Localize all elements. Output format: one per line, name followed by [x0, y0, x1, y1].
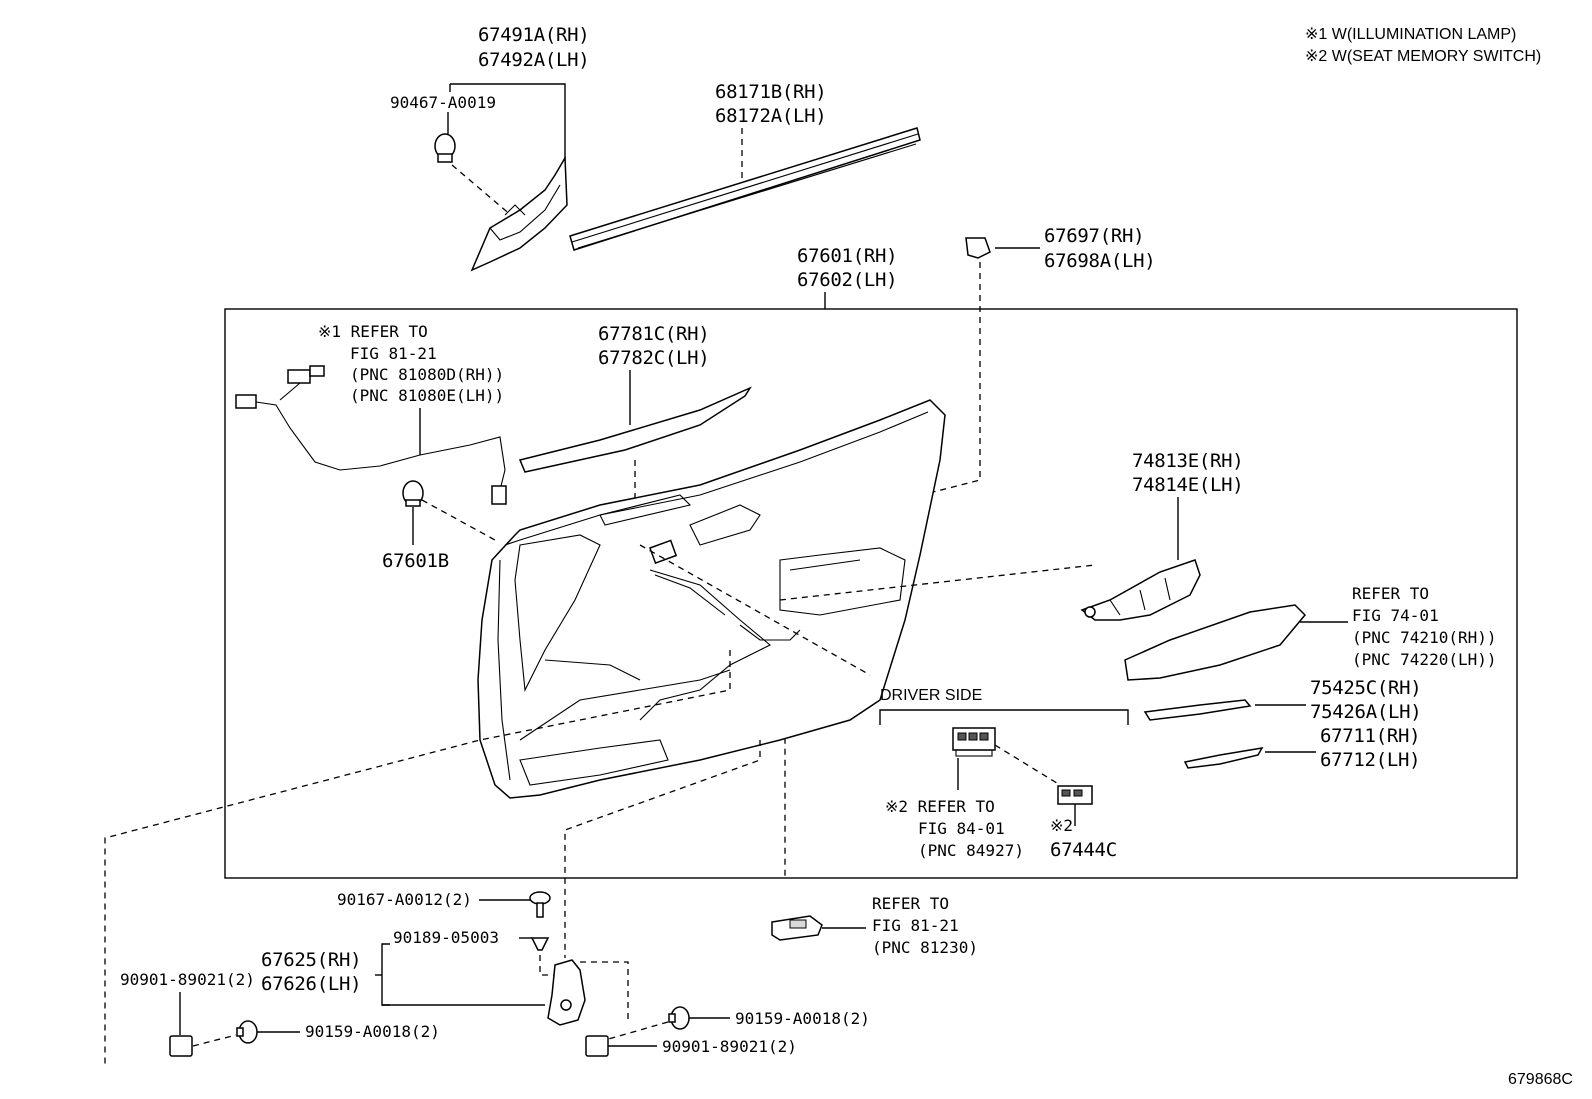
brace-67625	[381, 943, 390, 1006]
label-90901-right: 90901-89021(2)	[662, 1037, 797, 1056]
note-illumination-lamp: ※1 W(ILLUMINATION LAMP)	[1305, 26, 1516, 43]
label-68171b: 68171B(RH)	[715, 81, 826, 103]
ref-81-21-line2: FIG 81-21	[350, 344, 437, 363]
label-star2: ※2	[1050, 816, 1073, 835]
dashed-67625-b	[580, 961, 629, 1020]
dashed-panel-diag	[639, 544, 871, 676]
leader-67491a	[450, 83, 566, 160]
label-67626: 67626(LH)	[261, 973, 361, 995]
label-67625: 67625(RH)	[261, 949, 361, 971]
assembly-frame	[224, 308, 1518, 879]
figure-id: 679868C	[1508, 1071, 1573, 1088]
driver-side-bracket	[879, 709, 1129, 725]
part-67781c-garnish	[518, 386, 752, 473]
ref-84-01-line1: ※2 REFER TO	[885, 797, 995, 816]
label-75426a: 75426A(LH)	[1310, 701, 1421, 723]
clip-90901-right	[585, 1035, 609, 1057]
part-67697-cover	[965, 237, 991, 259]
label-67492a: 67492A(LH)	[478, 49, 589, 71]
part-illumination-harness	[235, 365, 507, 505]
screw-90159-right	[668, 1006, 690, 1030]
ref-81-21-line3: (PNC 81080D(RH))	[350, 365, 504, 384]
label-67602: 67602(LH)	[797, 269, 897, 291]
ref-74-01-line1: REFER TO	[1352, 584, 1429, 603]
screw-90159-left	[236, 1020, 258, 1044]
dashed-to-74813e	[779, 564, 1096, 601]
dashed-90901-left	[192, 1034, 237, 1047]
label-67781c: 67781C(RH)	[598, 323, 709, 345]
label-67711: 67711(RH)	[1320, 725, 1420, 747]
ref-74-01-line3: (PNC 74210(RH))	[1352, 628, 1497, 647]
ref-74-01-line2: FIG 74-01	[1352, 606, 1439, 625]
note-seat-memory-switch: ※2 W(SEAT MEMORY SWITCH)	[1305, 48, 1541, 65]
part-door-trim-panel	[477, 399, 946, 799]
clip-90189	[530, 937, 550, 951]
part-67491a-bracket	[470, 155, 568, 272]
part-74813e-armrest-base	[1080, 559, 1201, 621]
ref-84-01-line3: (PNC 84927)	[918, 841, 1024, 860]
clip-90467	[434, 133, 456, 163]
screw-90167	[529, 891, 551, 918]
dashed-67601b	[421, 499, 496, 541]
part-68171b-weatherstrip	[569, 127, 921, 251]
label-67601: 67601(RH)	[797, 245, 897, 267]
ref-84-01-line2: FIG 84-01	[918, 819, 1005, 838]
part-67711-pad	[1183, 747, 1264, 769]
label-67782c: 67782C(LH)	[598, 347, 709, 369]
driver-side-label: DRIVER SIDE	[880, 687, 982, 704]
dashed-to-67625	[564, 740, 761, 958]
ref-81230-line3: (PNC 81230)	[872, 938, 978, 957]
label-90159-right: 90159-A0018(2)	[735, 1009, 870, 1028]
ref-81230-line1: REFER TO	[872, 894, 949, 913]
part-armrest-ref	[1124, 604, 1307, 681]
label-67444c: 67444C	[1050, 839, 1117, 861]
label-90467: 90467-A0019	[390, 93, 496, 112]
label-90901-left: 90901-89021(2)	[120, 970, 255, 989]
label-67712: 67712(LH)	[1320, 749, 1420, 771]
part-power-window-switch	[952, 727, 996, 757]
label-67491a: 67491A(RH)	[478, 24, 589, 46]
clip-67601b	[402, 480, 424, 507]
dashed-90159-right	[604, 1021, 669, 1041]
label-90159-left: 90159-A0018(2)	[305, 1022, 440, 1041]
label-90167: 90167-A0012(2)	[337, 890, 472, 909]
ref-81-21-line4: (PNC 81080E(LH))	[350, 386, 504, 405]
dashed-90467	[451, 164, 513, 217]
part-75425c-garnish	[1143, 699, 1252, 721]
dashed-switch	[994, 744, 1061, 786]
ref-81-21-line1: ※1 REFER TO	[318, 322, 428, 341]
clip-90901-left	[169, 1035, 193, 1057]
label-67601b: 67601B	[382, 550, 449, 572]
label-68172a: 68172A(LH)	[715, 105, 826, 127]
label-74814e: 74814E(LH)	[1132, 474, 1243, 496]
part-67625-bracket	[547, 959, 586, 1026]
label-75425c: 75425C(RH)	[1310, 677, 1421, 699]
part-67444c-seat-memory-switch	[1057, 785, 1093, 805]
part-courtesy-lamp	[771, 915, 823, 941]
label-90189: 90189-05003	[393, 928, 499, 947]
label-67697: 67697(RH)	[1044, 225, 1144, 247]
label-74813e: 74813E(RH)	[1132, 450, 1243, 472]
ref-74-01-line4: (PNC 74220(LH))	[1352, 650, 1497, 669]
dashed-to-90901	[104, 650, 731, 1068]
ref-81230-line2: FIG 81-21	[872, 916, 959, 935]
label-67698a: 67698A(LH)	[1044, 250, 1155, 272]
